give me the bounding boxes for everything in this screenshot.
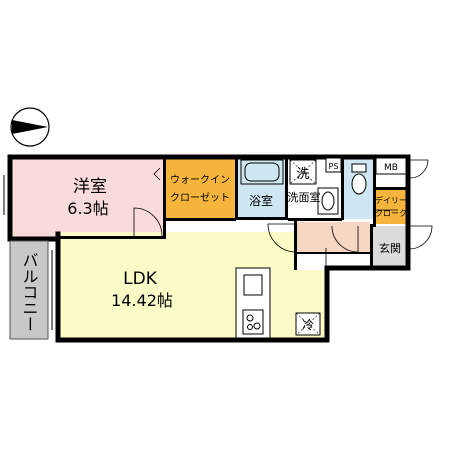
walk-in-closet-line2: クローゼット: [170, 192, 230, 204]
walk-in-closet-line1: ウォークイン: [170, 174, 230, 186]
exterior-walls: [7, 154, 411, 343]
washroom-sink-icon: [317, 187, 339, 215]
balcony: [10, 241, 48, 339]
refrigerator-box: 冷: [295, 312, 321, 336]
kitchen-counter: [235, 267, 271, 339]
ldk-name: LDK: [123, 269, 158, 289]
stove-icon: [242, 309, 264, 335]
washer-label: 洗: [296, 167, 309, 182]
entrance: [372, 226, 409, 268]
pipe-space: PS: [325, 157, 342, 173]
toilet-icon: [351, 163, 367, 195]
bathroom-name: 浴室: [249, 193, 273, 208]
door-swings: [133, 159, 433, 270]
western-room: [10, 157, 164, 239]
hallway: [296, 222, 370, 254]
western-room-name: 洋室: [73, 177, 107, 197]
meter-box-label: MB: [384, 163, 398, 173]
ldk-room: [60, 232, 327, 340]
bathtub-icon: [240, 159, 284, 185]
balcony-name: バルコニー: [20, 252, 39, 332]
washer-box: 洗: [289, 159, 317, 185]
pipe-space-label: PS: [329, 162, 339, 171]
bathroom: [238, 157, 286, 219]
refrigerator-label: 冷: [302, 318, 314, 332]
daily-closet-line2: クローク: [375, 209, 407, 218]
daily-closet: [376, 190, 406, 224]
ldk-size: 14.42帖: [111, 291, 173, 310]
balcony-border: [9, 240, 49, 340]
kitchen-sink-icon: [243, 274, 263, 296]
walk-in-closet: [166, 157, 236, 220]
north-compass-icon: [10, 107, 50, 147]
balcony-window-marks: [3, 175, 53, 330]
daily-closet-line1: デイリー: [375, 195, 407, 205]
western-room-size: 6.3帖: [67, 199, 108, 218]
meter-box: MB: [375, 157, 407, 175]
washroom-name: 洗面室: [288, 190, 321, 204]
interior-walls: [60, 157, 408, 270]
entrance-name: 玄関: [379, 241, 401, 255]
